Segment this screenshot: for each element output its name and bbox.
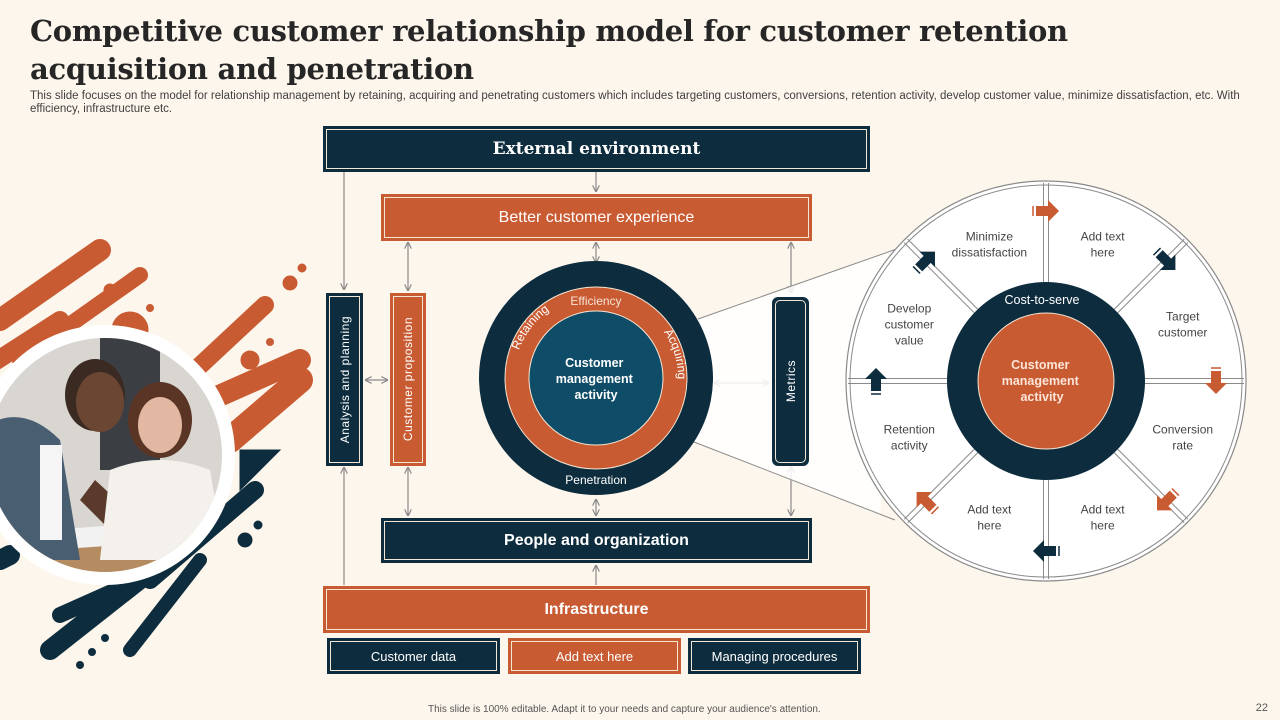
- customer-cycle-wheel: Cost-to-serve Customer management activi…: [845, 180, 1247, 582]
- managing-procedures-box: Managing procedures: [688, 638, 861, 674]
- slide-subtitle: This slide focuses on the model for rela…: [30, 90, 1240, 115]
- slide-title: Competitive customer relationship model …: [30, 14, 1068, 86]
- metrics-box: Metrics: [772, 297, 809, 466]
- wheel-hub-center: [977, 312, 1115, 450]
- wheel-divider: [903, 242, 975, 314]
- customer-data-box: Customer data: [327, 638, 500, 674]
- wheel-divider: [907, 238, 979, 310]
- customer-proposition-label: Customer proposition: [401, 317, 415, 442]
- wheel-divider: [903, 448, 975, 520]
- wheel-arrow-icon: [865, 368, 887, 395]
- people-and-organization-box: People and organization: [381, 518, 812, 563]
- wheel-arrow-icon: [1032, 200, 1059, 222]
- infrastructure-add-text-label: Add text here: [555, 648, 634, 664]
- customer-proposition-box: Customer proposition: [390, 293, 426, 466]
- infrastructure-add-text-box: Add text here: [508, 638, 681, 674]
- analysis-and-planning-label: Analysis and planning: [337, 315, 352, 444]
- orange-paint-splash: [0, 239, 313, 453]
- wheel-divider: [1117, 242, 1189, 314]
- wheel-hub-label: Customer management activity: [1002, 358, 1083, 404]
- wheel-inner-rim: [849, 184, 1243, 578]
- customer-data-label: Customer data: [370, 648, 457, 664]
- decorative-photo-illustration: [0, 239, 313, 669]
- external-environment-box: External environment: [323, 126, 870, 172]
- metrics-label: Metrics: [783, 360, 798, 403]
- better-customer-experience-label: Better customer experience: [498, 208, 695, 226]
- wheel-arrow-icon: [1152, 247, 1176, 270]
- analysis-and-planning-box: Analysis and planning: [326, 293, 363, 466]
- core-center: [528, 310, 664, 446]
- footer-note: This slide is 100% editable. Adapt it to…: [428, 704, 821, 715]
- infrastructure-box: Infrastructure: [323, 586, 870, 633]
- wheel-arrow-icon: [916, 492, 940, 515]
- penetration-label: Penetration: [565, 473, 626, 487]
- wheel-divider: [1113, 238, 1185, 310]
- wheel-arrow-icon: [1157, 487, 1180, 511]
- page-number: 22: [1255, 702, 1268, 714]
- cost-to-serve-label: Cost-to-serve: [1004, 293, 1079, 307]
- external-environment-label: External environment: [492, 139, 701, 159]
- wheel-divider: [907, 452, 979, 524]
- managing-procedures-label: Managing procedures: [711, 648, 838, 664]
- wheel-divider: [1117, 448, 1189, 520]
- wheel-divider: [1113, 452, 1185, 524]
- wheel-arrow-icon: [1033, 540, 1060, 562]
- infrastructure-label: Infrastructure: [544, 600, 649, 618]
- people-and-organization-label: People and organization: [504, 531, 689, 549]
- efficiency-label: Efficiency: [570, 294, 621, 308]
- better-customer-experience-box: Better customer experience: [381, 194, 812, 241]
- core-center-label: Customer management activity: [556, 356, 637, 402]
- wheel-arrow-icon: [912, 251, 935, 275]
- wheel-arrow-icon: [1205, 367, 1227, 394]
- core-circle: Retaining Acquiring Efficiency Penetrati…: [479, 261, 713, 495]
